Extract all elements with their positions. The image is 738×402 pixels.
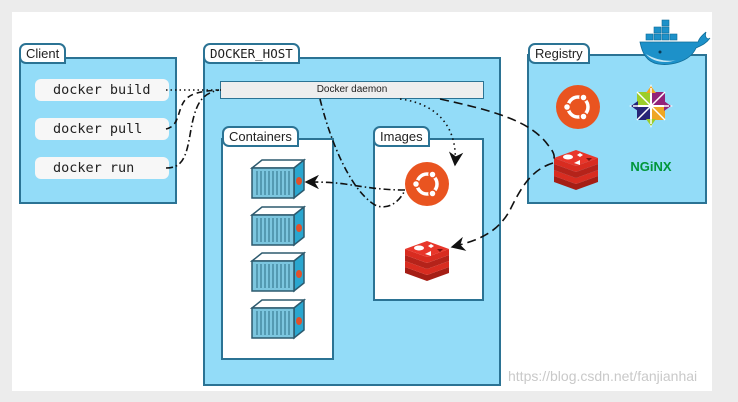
images-label: Images — [373, 126, 430, 147]
docker-daemon-bar: Docker daemon — [220, 81, 484, 99]
container-icon — [251, 252, 305, 292]
registry-to-image-connection — [450, 162, 554, 251]
redis-registry-icon — [554, 150, 598, 190]
docker-build-command: docker build — [35, 79, 169, 101]
daemon-to-image-connection — [399, 98, 464, 167]
client-box: docker build docker pull docker run — [19, 57, 177, 204]
client-label: Client — [19, 43, 67, 64]
containers-label: Containers — [222, 126, 299, 147]
daemon-to-registry-connection — [439, 98, 555, 161]
redis-image-icon — [405, 241, 449, 281]
run-connection — [165, 89, 220, 169]
ubuntu-image-icon — [403, 160, 451, 208]
centos-logo-icon — [629, 84, 673, 128]
container-icon — [251, 159, 305, 199]
image-to-container-connection — [304, 174, 406, 191]
registry-label: Registry — [528, 43, 590, 64]
nginx-logo: NGiNX — [630, 159, 672, 174]
ubuntu-registry-icon — [554, 83, 602, 131]
docker-pull-command: docker pull — [35, 118, 169, 140]
watermark-text: https://blog.csdn.net/fanjianhai — [508, 368, 698, 384]
container-icon — [251, 206, 305, 246]
daemon-to-container-connection — [319, 98, 406, 208]
container-icon — [251, 299, 305, 339]
docker-host-label: DOCKER_HOST — [203, 43, 300, 64]
docker-whale-icon — [639, 19, 711, 65]
docker-run-command: docker run — [35, 157, 169, 179]
pull-connection — [165, 89, 220, 130]
